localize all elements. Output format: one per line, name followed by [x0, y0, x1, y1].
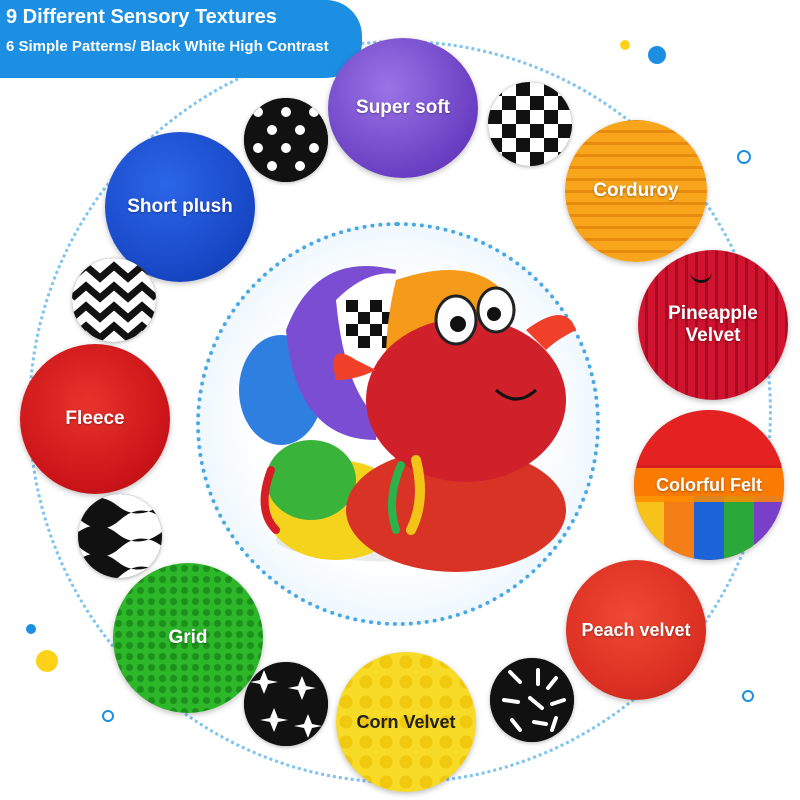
texture-short-plush: Short plush — [105, 132, 255, 282]
deco-dot — [648, 46, 666, 64]
texture-fleece: Fleece — [20, 344, 170, 494]
deco-dot — [737, 150, 751, 164]
pattern-checkerboard — [488, 82, 572, 166]
texture-label: Super soft — [356, 97, 450, 118]
deco-dot — [26, 624, 36, 634]
header-subtitle: 6 Simple Patterns/ Black White High Cont… — [6, 38, 329, 55]
texture-pineapple-velvet: Pineapple Velvet — [638, 250, 788, 400]
texture-label: Peach velvet — [581, 620, 691, 640]
plush-ball-toy — [239, 266, 576, 572]
texture-peach-velvet: Peach velvet — [566, 560, 706, 700]
texture-label: Short plush — [127, 196, 233, 217]
texture-corn-velvet: Corn Velvet — [336, 652, 476, 792]
texture-label: Corduroy — [593, 180, 679, 201]
texture-label: Grid — [168, 627, 208, 648]
header-title: 9 Different Sensory Textures — [6, 6, 277, 28]
pattern-dashes — [490, 658, 574, 742]
smile-mark — [690, 270, 712, 283]
deco-dot — [620, 40, 630, 50]
deco-dot — [36, 650, 58, 672]
header-banner: 9 Different Sensory Textures 6 Simple Pa… — [0, 0, 362, 78]
pattern-zigzag — [72, 258, 156, 342]
texture-label: Corn Velvet — [356, 712, 456, 732]
texture-corduroy: Corduroy — [565, 120, 707, 262]
texture-grid: Grid — [113, 563, 263, 713]
texture-super-soft: Super soft — [328, 38, 478, 178]
texture-label-line: Pineapple — [668, 303, 758, 324]
pattern-stars — [244, 662, 328, 746]
texture-colorful-felt: Colorful Felt — [634, 410, 784, 560]
deco-dot — [102, 710, 114, 722]
texture-label: Colorful Felt — [634, 468, 784, 502]
texture-label: Pineapple Velvet — [638, 303, 788, 347]
deco-dot — [742, 690, 754, 702]
texture-label-line: Velvet — [685, 325, 741, 346]
pattern-waves — [78, 494, 162, 578]
pattern-polka-dots — [244, 98, 328, 182]
texture-label: Fleece — [65, 408, 125, 429]
